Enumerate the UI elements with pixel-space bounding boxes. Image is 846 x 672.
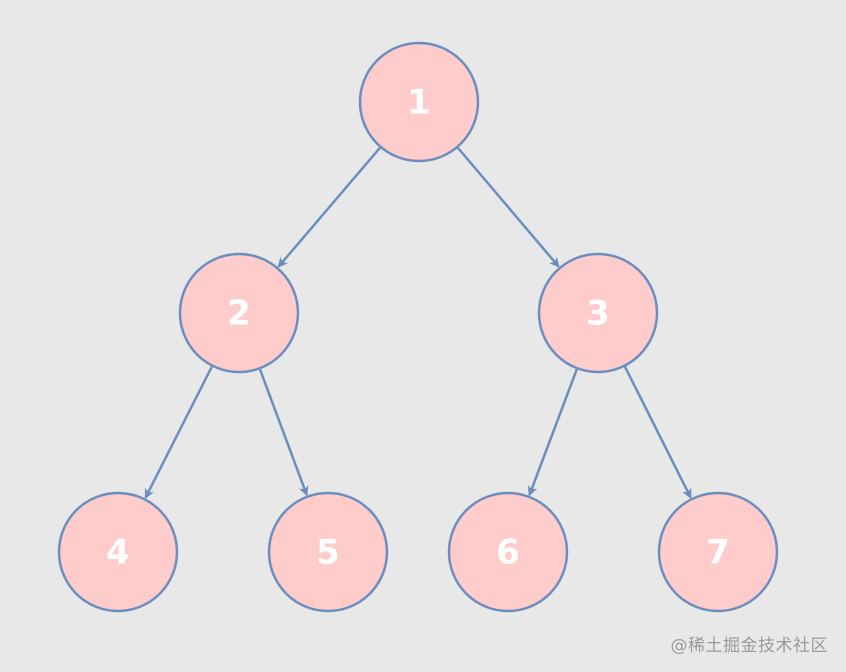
edge-2-4 <box>144 365 214 499</box>
node-circle-1 <box>358 41 480 163</box>
edge-3-7 <box>623 366 692 499</box>
node-circle-5 <box>267 491 389 613</box>
node-circle-3 <box>537 252 659 374</box>
node-label-6: 6 <box>496 533 520 573</box>
node-label-3: 3 <box>586 294 610 334</box>
node-circle-4 <box>57 491 179 613</box>
edge-3-6 <box>527 368 579 497</box>
edge-1-2 <box>277 146 382 268</box>
nodes-layer: 1 2 3 4 5 6 7 <box>57 41 779 613</box>
node-6: 6 <box>447 491 569 613</box>
edge-2-5 <box>258 368 309 497</box>
watermark-text: @稀土掘金技术社区 <box>670 636 828 656</box>
node-label-2: 2 <box>227 294 251 334</box>
node-label-1: 1 <box>407 83 431 123</box>
node-5: 5 <box>267 491 389 613</box>
node-circle-7 <box>657 491 779 613</box>
node-4: 4 <box>57 491 179 613</box>
node-3: 3 <box>537 252 659 374</box>
node-label-5: 5 <box>316 533 340 573</box>
node-1: 1 <box>358 41 480 163</box>
edge-1-3 <box>456 146 560 268</box>
node-label-4: 4 <box>106 533 130 573</box>
node-circle-2 <box>178 252 300 374</box>
node-label-7: 7 <box>706 533 730 573</box>
node-2: 2 <box>178 252 300 374</box>
node-circle-6 <box>447 491 569 613</box>
edges-layer <box>144 146 692 499</box>
node-7: 7 <box>657 491 779 613</box>
